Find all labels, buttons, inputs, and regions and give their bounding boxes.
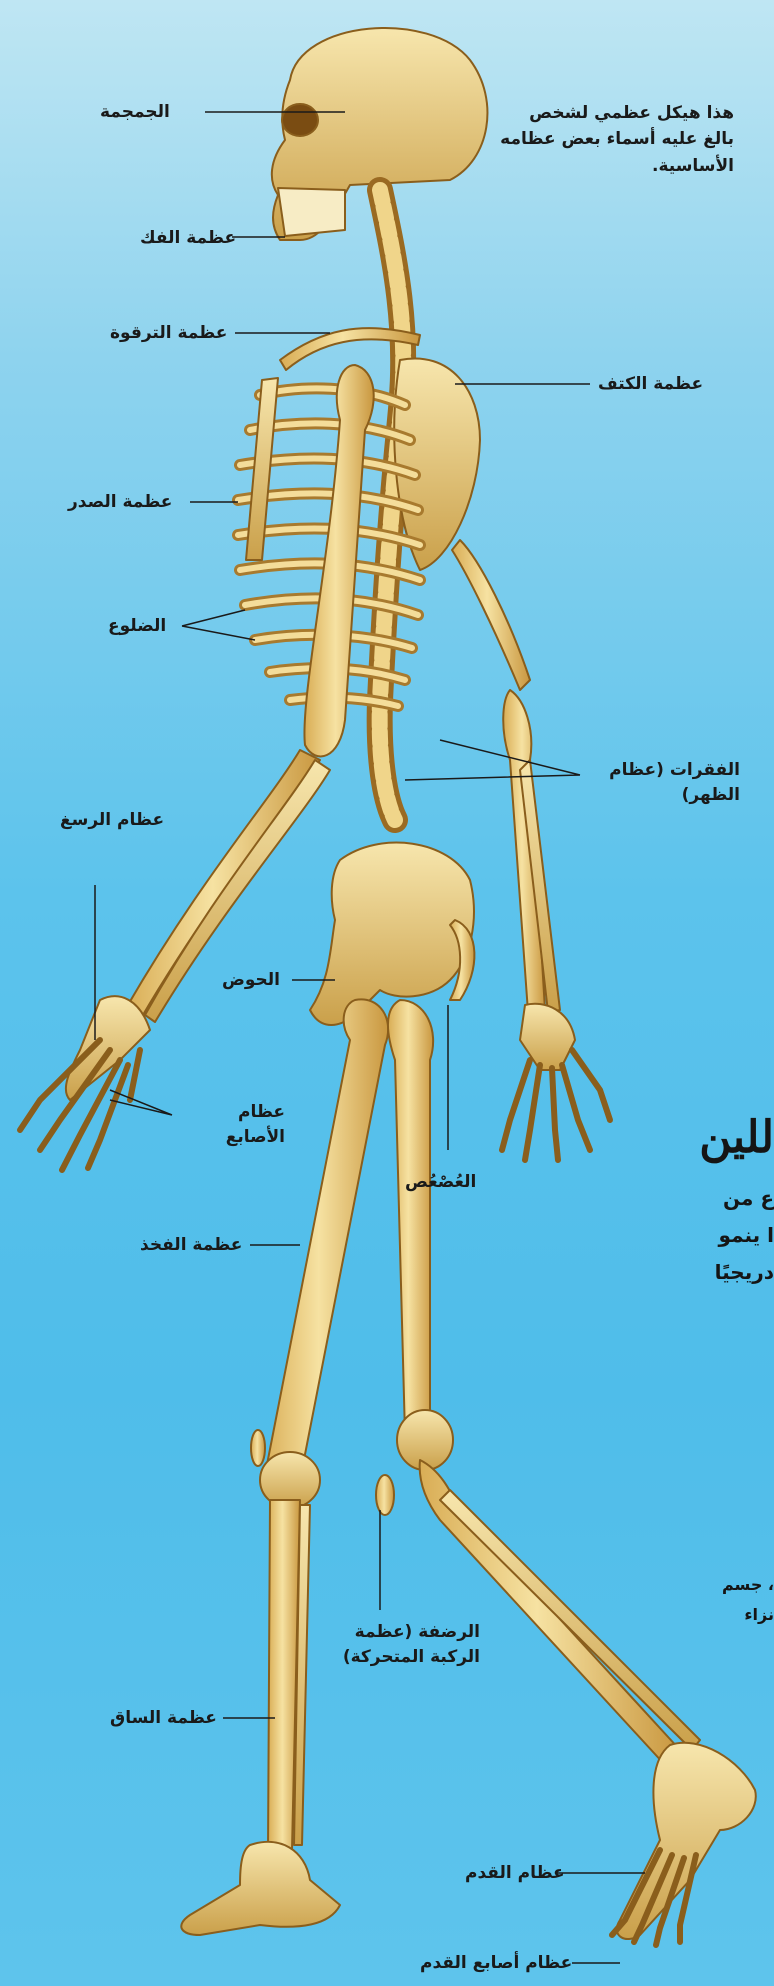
label-femur: عظمة الفخذ bbox=[140, 1233, 242, 1258]
label-jaw: عظمة الفك bbox=[140, 226, 236, 251]
label-shoulder-blade: عظمة الكتف bbox=[598, 372, 703, 397]
side-line-1: ع من bbox=[715, 1180, 774, 1217]
label-ribs: الضلوع bbox=[108, 614, 166, 639]
side-line-5: نزاء bbox=[722, 1600, 774, 1630]
label-wrist: عظام الرسغ bbox=[60, 808, 164, 833]
label-kneecap: الرضفة (عظمة الركبة المتحركة) bbox=[330, 1620, 480, 1669]
side-title-fragment: للين bbox=[699, 1112, 774, 1163]
side-line-3: دريجيًا bbox=[715, 1254, 774, 1291]
side-line-2: ا ينمو bbox=[715, 1217, 774, 1254]
label-vertebrae: الفقرات (عظام الظهر) bbox=[590, 758, 740, 807]
intro-text: هذا هيكل عظمي لشخص بالغ عليه أسماء بعض ع… bbox=[494, 100, 734, 179]
label-foot-bones: عظام القدم bbox=[465, 1861, 565, 1886]
side-line-4: ، جسم bbox=[722, 1570, 774, 1600]
label-pelvis: الحوض bbox=[222, 968, 280, 993]
label-shin: عظمة الساق bbox=[110, 1706, 217, 1731]
label-skull: الجمجمة bbox=[100, 100, 170, 125]
side-text-fragment-2: ، جسم نزاء bbox=[722, 1570, 774, 1629]
label-finger-bones: عظام الأصابع bbox=[185, 1100, 285, 1149]
label-collarbone: عظمة الترقوة bbox=[110, 321, 227, 346]
side-text-fragment: ع من ا ينمو دريجيًا bbox=[715, 1180, 774, 1291]
label-toe-bones: عظام أصابع القدم bbox=[420, 1951, 572, 1976]
label-sternum: عظمة الصدر bbox=[68, 490, 172, 515]
label-tailbone: العُصْعُص bbox=[405, 1170, 476, 1195]
